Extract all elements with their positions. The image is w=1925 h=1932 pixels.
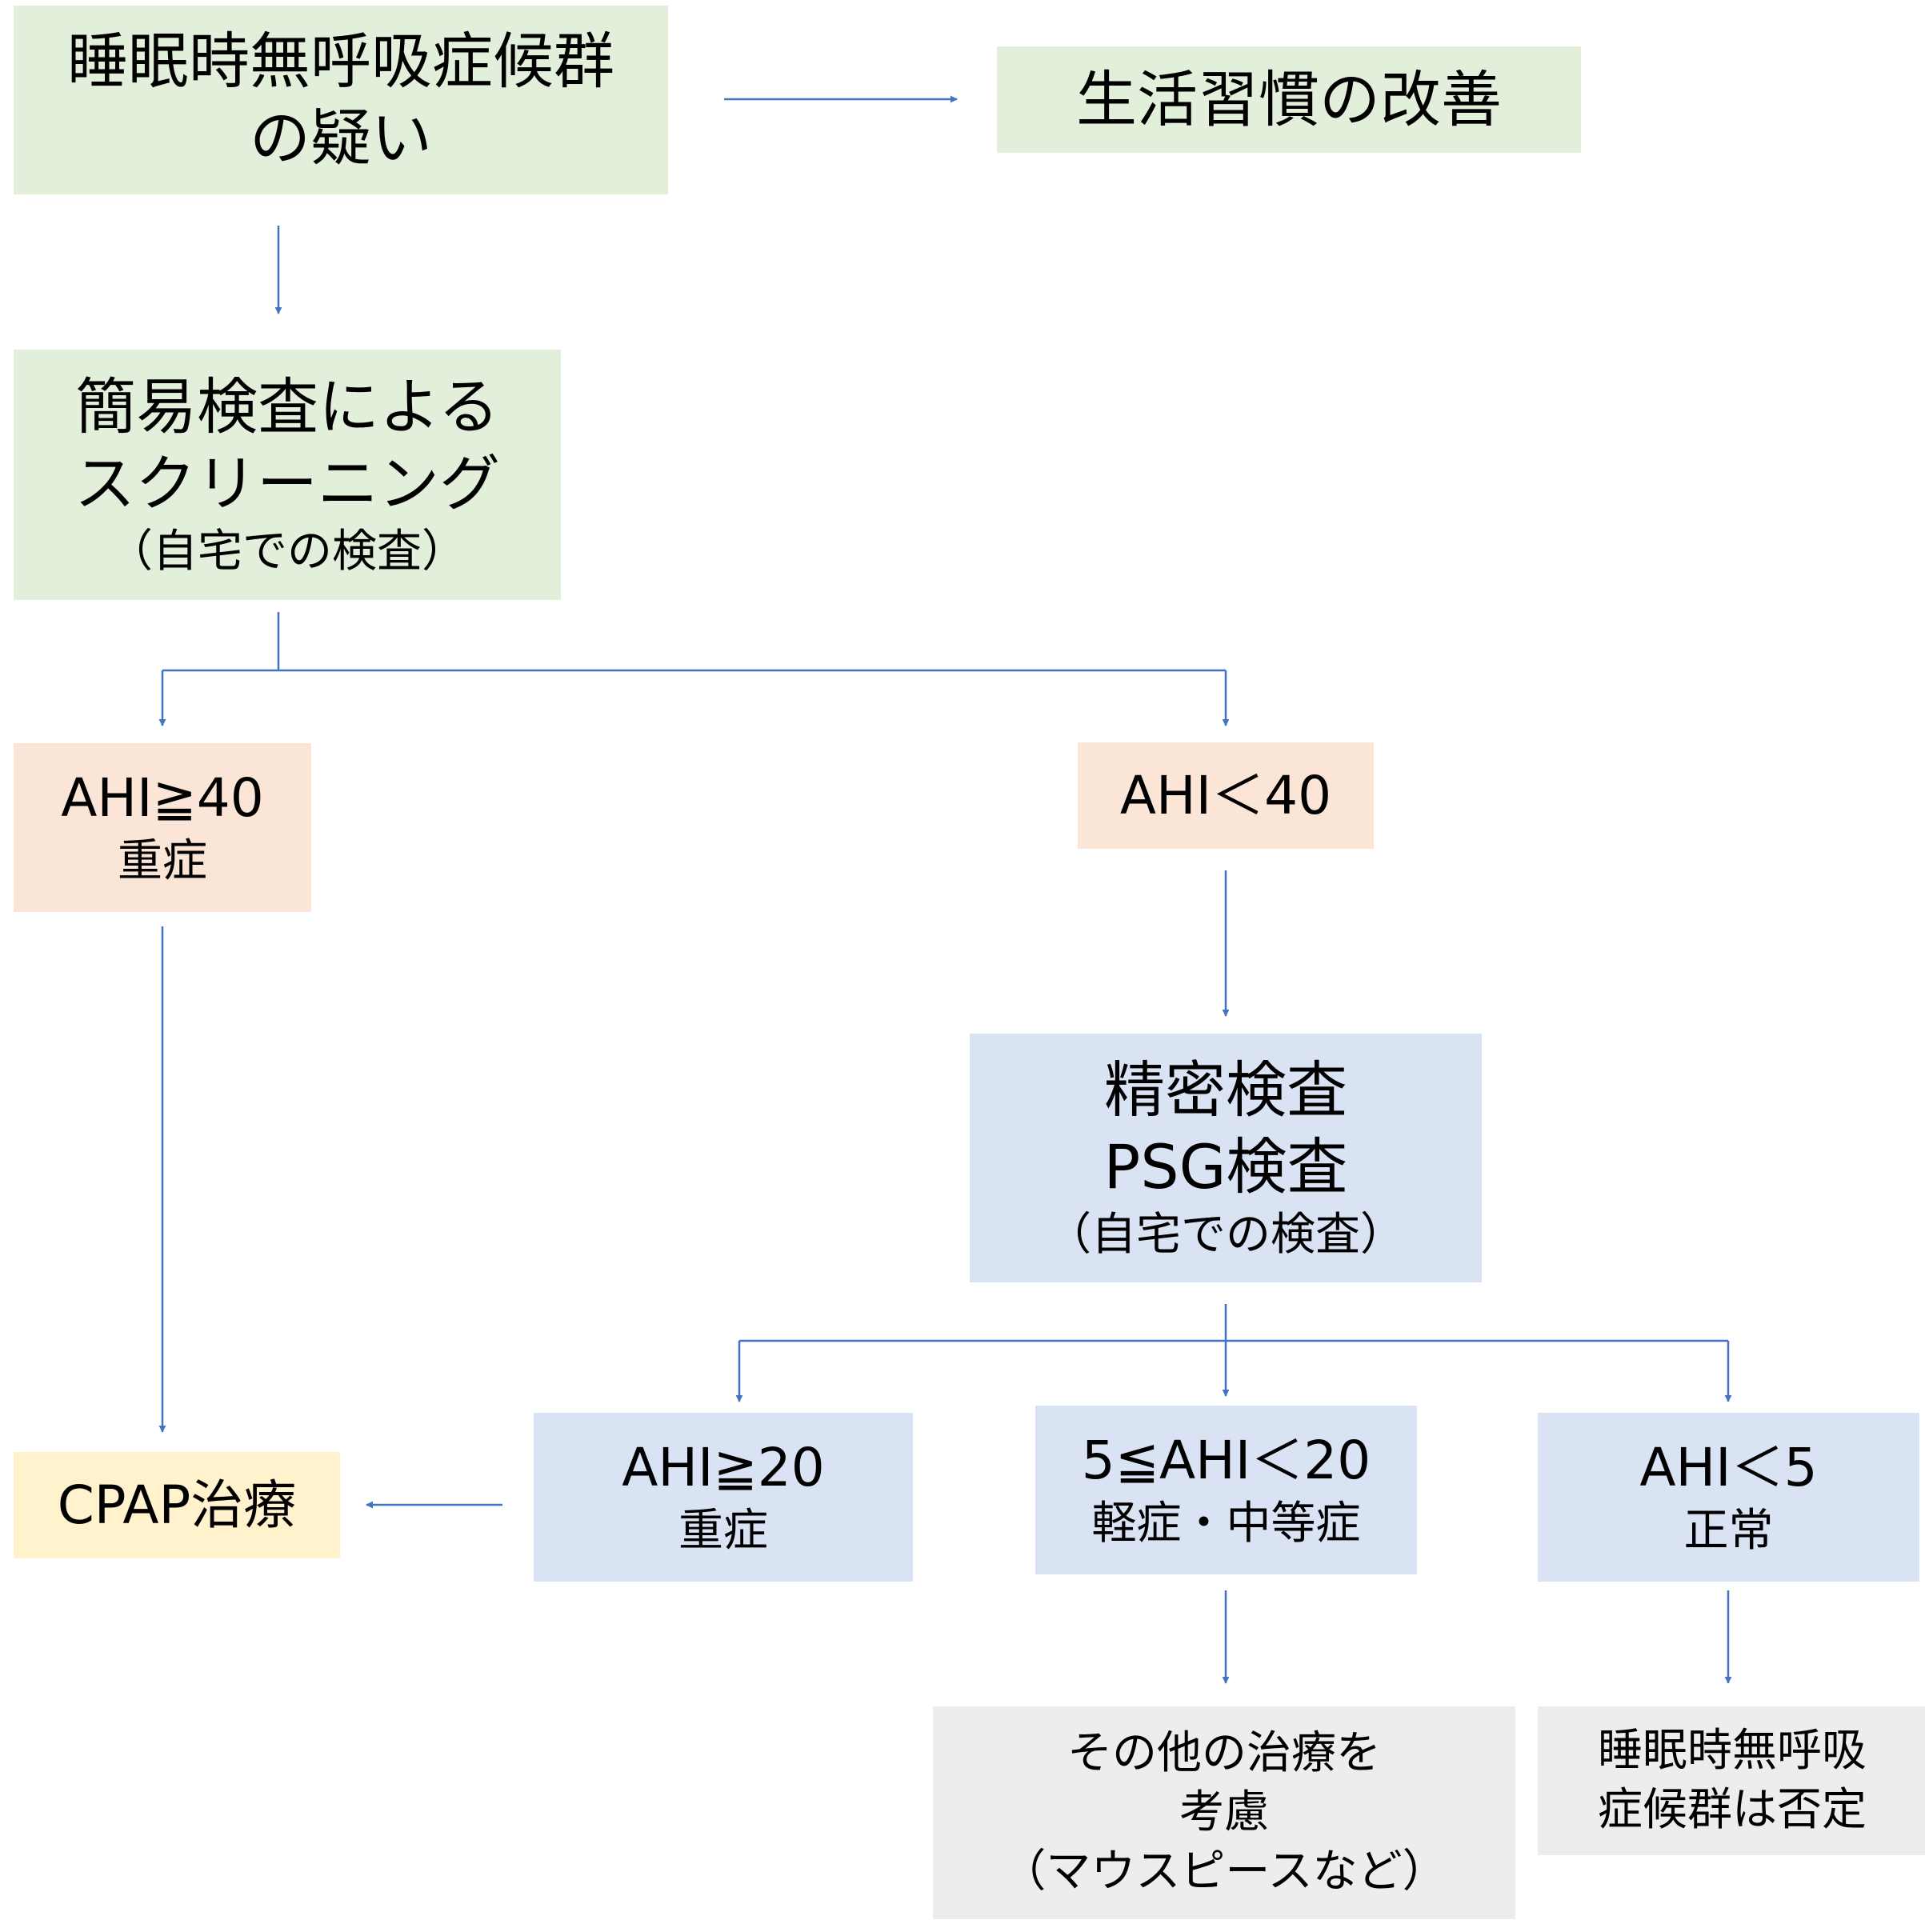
cpap-label: CPAP治療 (57, 1474, 297, 1536)
lifestyle-improvement-label: 生活習慣の改善 (1076, 63, 1502, 135)
suspected-sas-box: 睡眠時無呼吸症候群 の疑い (14, 6, 668, 194)
screening-line1: 簡易検査による (75, 370, 499, 442)
ahi-ge40-box: AHI≧40 重症 (14, 743, 311, 912)
other-treatment-box: その他の治療を 考慮 （マウスピースなど） (933, 1706, 1515, 1919)
ahi-lt5-severity: 正常 (1683, 1504, 1774, 1557)
ahi-5-20-value: 5≦AHI＜20 (1081, 1429, 1371, 1491)
psg-line3: （自宅での検査） (1047, 1208, 1405, 1261)
ahi-5-20-severity: 軽症・中等症 (1091, 1497, 1361, 1550)
other-treatment-line1: その他の治療を (1067, 1727, 1381, 1779)
sas-denied-line2: 症候群は否定 (1598, 1784, 1867, 1836)
screening-box: 簡易検査による スクリーニング （自宅での検査） (14, 350, 561, 600)
ahi-lt5-value: AHI＜5 (1639, 1436, 1818, 1498)
ahi-ge40-severity: 重症 (118, 834, 207, 887)
psg-line2: PSG検査 (1103, 1130, 1348, 1202)
lifestyle-improvement-box: 生活習慣の改善 (997, 46, 1581, 153)
ahi-ge40-value: AHI≧40 (61, 766, 264, 829)
psg-line1: 精密検査 (1104, 1054, 1347, 1126)
psg-box: 精密検査 PSG検査 （自宅での検査） (970, 1034, 1482, 1282)
sas-denied-box: 睡眠時無呼吸 症候群は否定 (1538, 1706, 1925, 1855)
cpap-box: CPAP治療 (14, 1452, 340, 1558)
ahi-ge20-box: AHI≧20 重症 (534, 1413, 913, 1582)
ahi-ge20-severity: 重症 (678, 1504, 768, 1557)
suspected-sas-line2: の疑い (250, 102, 432, 174)
ahi-lt40-box: AHI＜40 (1078, 742, 1374, 849)
ahi-lt5-box: AHI＜5 正常 (1538, 1413, 1919, 1582)
ahi-lt40-value: AHI＜40 (1119, 764, 1332, 826)
other-treatment-line2: 考慮 (1179, 1786, 1269, 1838)
other-treatment-line3: （マウスピースなど） (1001, 1846, 1447, 1898)
screening-line2: スクリーニング (74, 447, 500, 519)
screening-line3: （自宅での検査） (108, 525, 466, 578)
sas-denied-line1: 睡眠時無呼吸 (1598, 1725, 1867, 1777)
ahi-ge20-value: AHI≧20 (622, 1436, 825, 1498)
ahi-5-20-box: 5≦AHI＜20 軽症・中等症 (1035, 1406, 1417, 1574)
suspected-sas-line1: 睡眠時無呼吸症候群 (67, 26, 614, 97)
